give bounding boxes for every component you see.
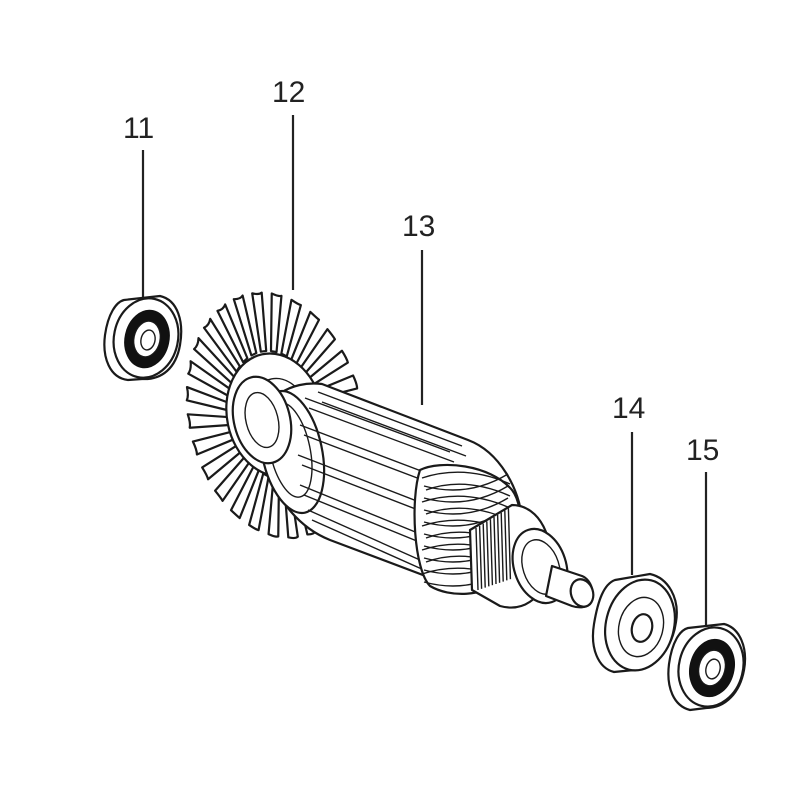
commutator-bar [493, 516, 497, 585]
core-slot-line [303, 494, 435, 549]
callout-label-15: 15 [686, 434, 719, 467]
fan-blade [202, 317, 241, 373]
commutator-bar [496, 514, 501, 583]
commutator-bar [482, 523, 486, 588]
ball-bearing-left [103, 294, 183, 382]
fan-blade [280, 298, 302, 358]
callout-label-11: 11 [123, 112, 154, 145]
fan-blade [216, 303, 249, 364]
fan-blade [186, 413, 233, 429]
callout-label-13: 13 [402, 210, 435, 243]
commutator-bar [504, 510, 508, 581]
core-slot-line [307, 509, 421, 561]
fan-blade [193, 337, 236, 385]
commutator-bar [478, 525, 483, 589]
winding-line [423, 485, 509, 503]
winding-line [425, 483, 511, 497]
fan-blade [229, 465, 260, 520]
callout-label-14: 14 [612, 392, 645, 425]
core-slot-line [311, 519, 425, 571]
commutator-bar [475, 527, 479, 591]
fan-blade [191, 430, 237, 456]
fan-blade [248, 472, 270, 532]
fan-blade [290, 310, 321, 365]
core-slot-line [317, 391, 463, 447]
fan-blade [185, 385, 231, 412]
fan-blade [232, 294, 258, 357]
core-slot-line [308, 407, 455, 463]
armature-assembly [231, 375, 595, 609]
fan-blade [187, 360, 232, 398]
commutator-bar [489, 519, 494, 586]
fan-blade [213, 455, 251, 502]
commutator-bar [486, 521, 490, 587]
washer [591, 572, 678, 674]
core-slot-line [321, 401, 467, 457]
core-slot-line [299, 484, 431, 539]
fan-blade [307, 349, 349, 387]
commutator-bar [500, 512, 504, 582]
winding-line [421, 495, 511, 509]
ball-bearing-right [667, 622, 747, 712]
fan-blade [299, 328, 337, 375]
callout-label-12: 12 [272, 76, 305, 109]
fan-blade [269, 292, 283, 354]
commutator-bar [507, 508, 512, 580]
winding-line [421, 471, 511, 485]
fan-blade [201, 443, 243, 481]
core-slot-line [304, 397, 451, 453]
fan-blade [251, 291, 268, 353]
